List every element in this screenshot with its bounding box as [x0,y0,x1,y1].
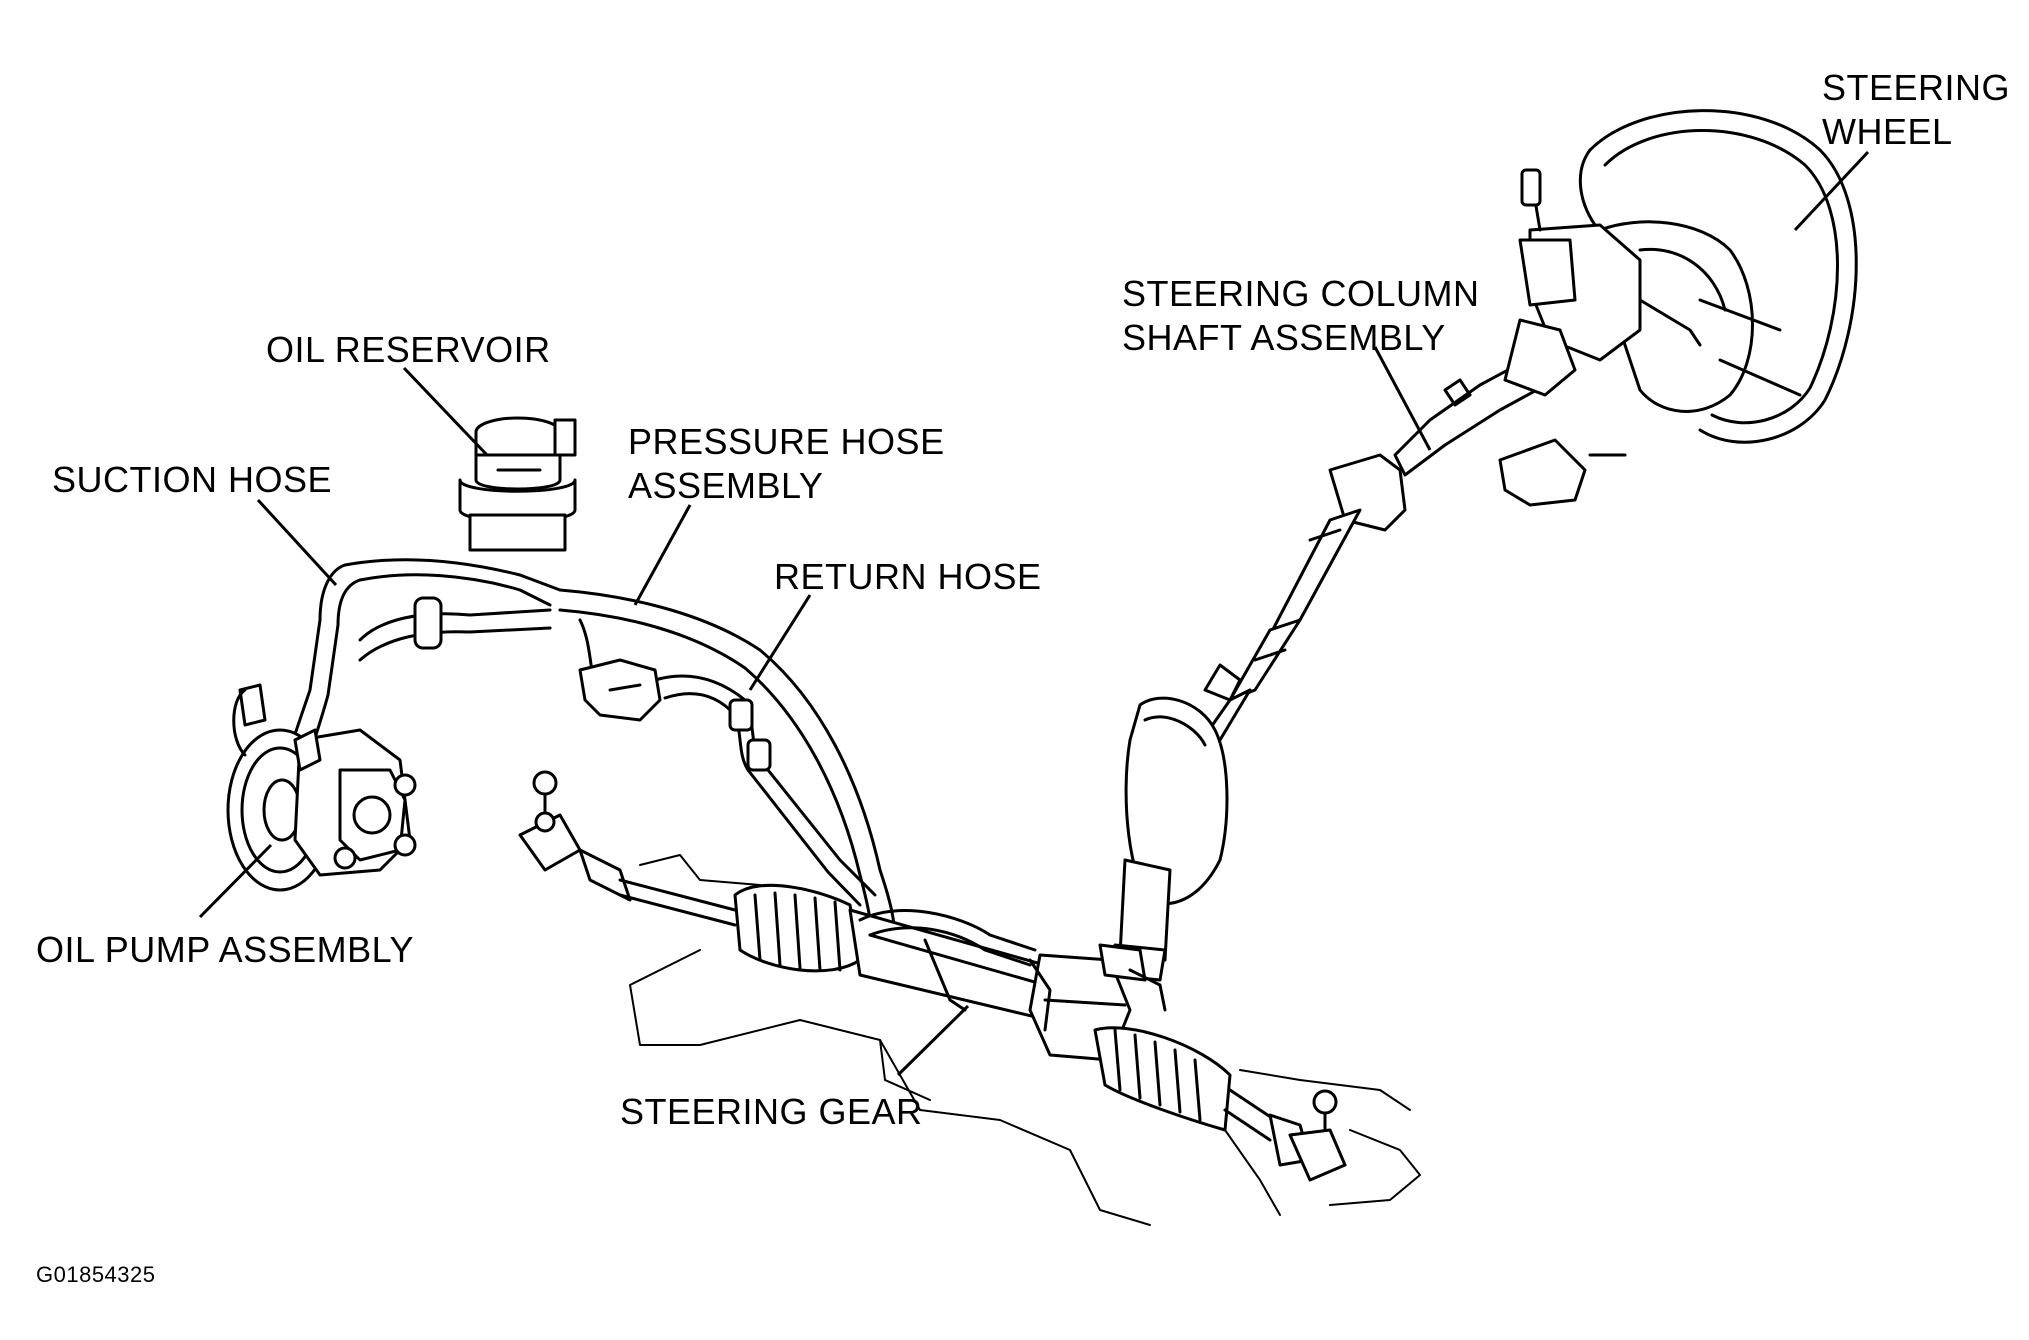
label-pressure-hose-assembly: PRESSURE HOSE ASSEMBLY [628,421,945,506]
oil-pump-drawing [226,683,417,892]
oil-reservoir-drawing [458,416,577,552]
figure-code: G01854325 [36,1262,156,1287]
steering-column-drawing [1108,168,1702,982]
label-suction-hose: SUCTION HOSE [52,459,333,500]
label-return-hose: RETURN HOSE [774,556,1042,597]
label-oil-pump-assembly: OIL PUMP ASSEMBLY [36,929,414,970]
label-steering-wheel: STEERING WHEEL [1822,67,2011,152]
steering-gear-drawing [518,770,1421,1226]
label-steering-gear: STEERING GEAR [620,1091,923,1132]
leader-lines [198,150,1870,1077]
label-oil-reservoir: OIL RESERVOIR [266,329,551,370]
label-steering-column-shaft-assembly: STEERING COLUMN SHAFT ASSEMBLY [1122,273,1480,358]
